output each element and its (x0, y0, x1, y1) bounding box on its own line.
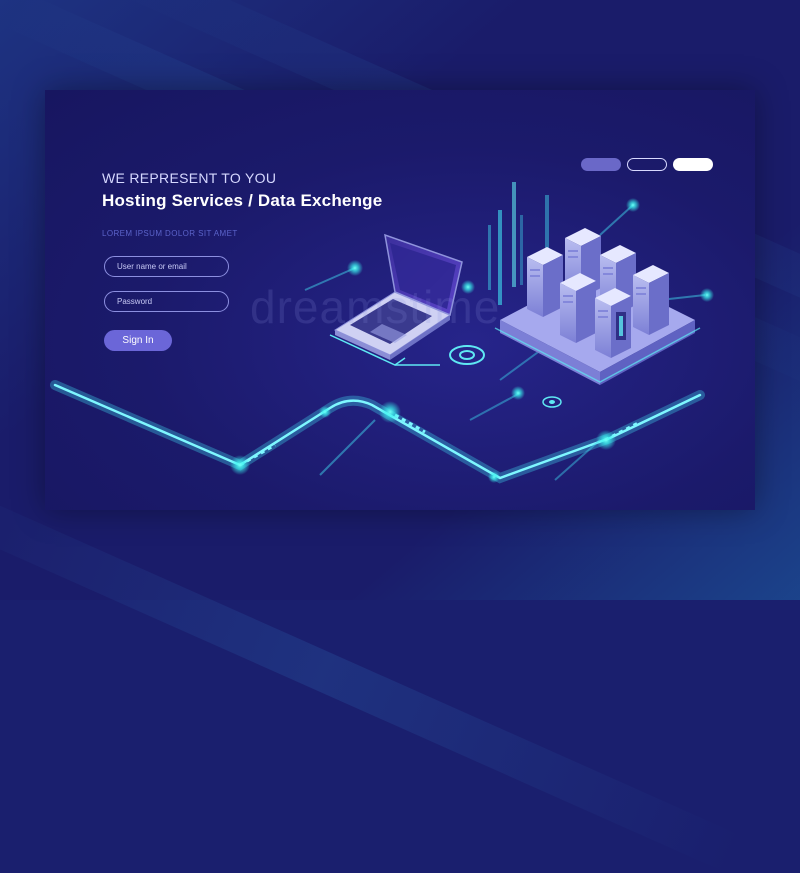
hero-subtitle: LOREM IPSUM DOLOR SIT AMET (102, 229, 238, 238)
slide-indicator-1[interactable] (581, 158, 621, 171)
hero-title: Hosting Services / Data Exchenge (102, 191, 383, 210)
slide-indicator-3[interactable] (673, 158, 713, 171)
sign-in-button[interactable]: Sign In (104, 330, 172, 351)
target-icon (449, 345, 562, 408)
password-input[interactable] (104, 291, 229, 312)
username-input[interactable] (104, 256, 229, 277)
hero-eyebrow: WE REPRESENT TO YOU (102, 170, 277, 186)
laptop-icon (329, 233, 463, 366)
slide-indicator-2[interactable] (627, 158, 667, 171)
light-beams (488, 182, 549, 305)
network-nodes (230, 198, 714, 483)
server-rack-icon (527, 228, 669, 358)
hosting-illustration (50, 182, 714, 484)
watermark-text: dreamstime (250, 281, 501, 333)
